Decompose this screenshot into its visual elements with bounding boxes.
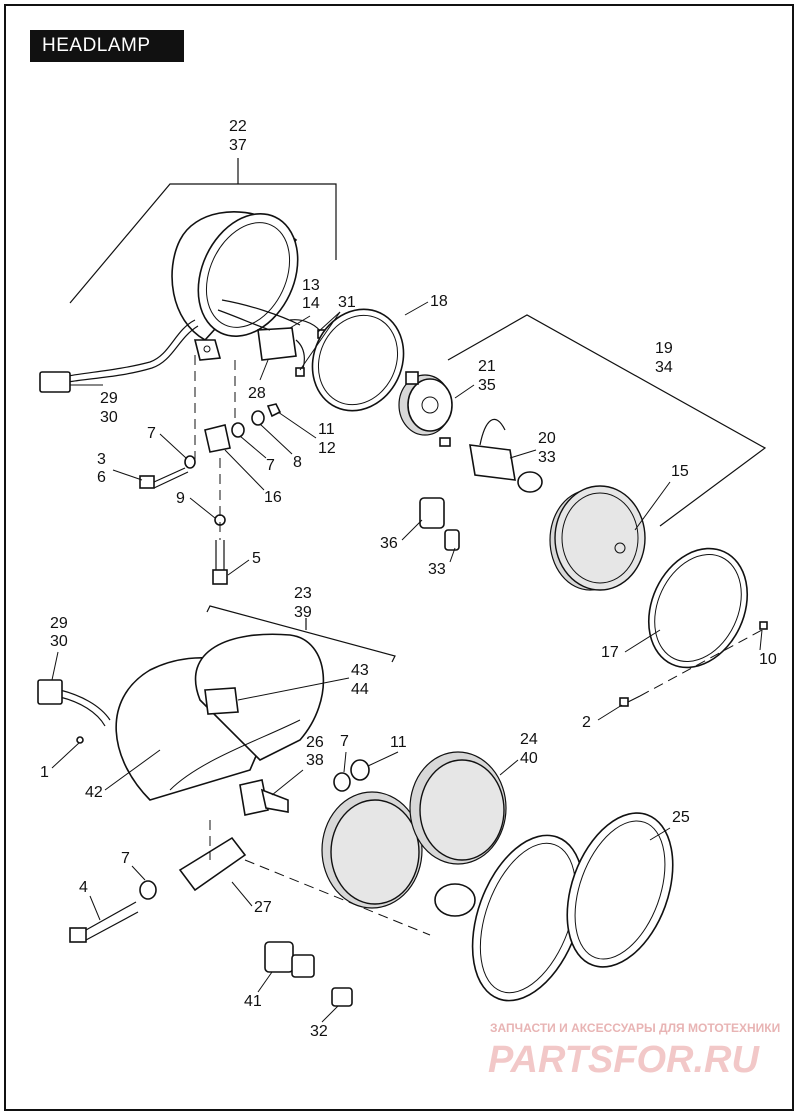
callout-15: 15 — [671, 463, 689, 480]
watermark: ЗАПЧАСТИ И АКСЕССУАРЫ ДЛЯ МОТОТЕХНИКИ PA… — [488, 1021, 780, 1081]
wiring-harness — [39, 319, 199, 393]
callout-18: 18 — [430, 293, 448, 310]
mounting-hardware-bottom — [69, 820, 431, 943]
callout-23: 23 — [294, 585, 312, 602]
callout-29b: 29 — [50, 615, 68, 632]
callout-11: 11 — [318, 421, 335, 438]
callout-2: 2 — [582, 714, 591, 731]
callout-5: 5 — [252, 550, 261, 567]
callout-7: 7 — [147, 425, 156, 442]
callout-20: 20 — [538, 430, 556, 447]
leader-lines — [51, 301, 763, 1023]
callout-22: 22 — [229, 118, 247, 135]
callout-17: 17 — [601, 644, 619, 661]
lamp-units-24-40 — [321, 751, 507, 917]
bulb-20 — [439, 418, 543, 493]
callout-16: 16 — [264, 489, 282, 506]
callout-36: 36 — [380, 535, 398, 552]
callout-43: 43 — [351, 662, 369, 679]
headlamp-housing — [171, 211, 299, 361]
callout-12: 12 — [318, 440, 336, 457]
callout-38: 38 — [306, 752, 324, 769]
callout-32: 32 — [310, 1023, 328, 1040]
callout-9: 9 — [176, 490, 185, 507]
callout-labels: 22 37 13 14 31 18 19 34 21 35 29 30 28 1… — [40, 118, 777, 1040]
callout-37: 37 — [229, 137, 247, 154]
callout-34: 34 — [655, 359, 673, 376]
callout-33b: 33 — [428, 561, 446, 578]
socket-43-44 — [204, 687, 239, 715]
bracket-22-37 — [69, 158, 337, 304]
callout-8: 8 — [293, 454, 302, 471]
watermark-brand: PARTSFOR.RU — [488, 1039, 760, 1081]
callout-41: 41 — [244, 993, 262, 1010]
bulb-socket-21 — [398, 371, 453, 436]
watermark-tagline: ЗАПЧАСТИ И АКСЕССУАРЫ ДЛЯ МОТОТЕХНИКИ — [490, 1021, 780, 1035]
retaining-ring-18 — [311, 308, 405, 412]
callout-28: 28 — [248, 385, 266, 402]
callout-24: 24 — [520, 731, 538, 748]
callout-7b: 7 — [266, 457, 275, 474]
callout-1: 1 — [40, 764, 49, 781]
callout-44: 44 — [351, 681, 369, 698]
callout-3: 3 — [97, 451, 106, 468]
harness-29-30-bottom — [37, 679, 111, 727]
callout-19: 19 — [655, 340, 673, 357]
callout-11b: 11 — [390, 734, 407, 751]
callout-7d: 7 — [121, 850, 130, 867]
callout-40: 40 — [520, 750, 538, 767]
bracket-19-34 — [447, 314, 767, 527]
callout-27: 27 — [254, 899, 272, 916]
bracket-23-39 — [206, 605, 396, 663]
callout-35: 35 — [478, 377, 496, 394]
callout-7c: 7 — [340, 733, 349, 750]
diagram-frame — [4, 4, 794, 1111]
socket-28 — [217, 299, 327, 377]
socket-36 — [419, 497, 460, 551]
dual-housing-42 — [115, 633, 325, 801]
page-title: HEADLAMP — [30, 30, 184, 62]
dual-trim-ring-25 — [471, 812, 674, 1002]
mounting-hardware-top — [139, 355, 282, 585]
callout-13: 13 — [302, 277, 320, 294]
sealed-beam-15 — [549, 485, 646, 591]
callout-29: 29 — [100, 390, 118, 407]
callout-10: 10 — [759, 651, 777, 668]
callout-33: 33 — [538, 449, 556, 466]
socket-41-bulb-32 — [264, 941, 353, 1007]
callout-6: 6 — [97, 469, 106, 486]
washer-nut-7-11 — [333, 759, 370, 792]
callout-26: 26 — [306, 734, 324, 751]
callout-30: 30 — [100, 409, 118, 426]
callout-21: 21 — [478, 358, 496, 375]
callout-4: 4 — [79, 879, 88, 896]
callout-14: 14 — [302, 295, 320, 312]
bulb-26-38 — [239, 779, 289, 816]
callout-25: 25 — [672, 809, 690, 826]
callout-39: 39 — [294, 604, 312, 621]
callout-42: 42 — [85, 784, 103, 801]
trim-ring-17 — [647, 547, 749, 669]
callout-31: 31 — [338, 294, 356, 311]
callout-30b: 30 — [50, 633, 68, 650]
screw-2 — [619, 621, 768, 707]
